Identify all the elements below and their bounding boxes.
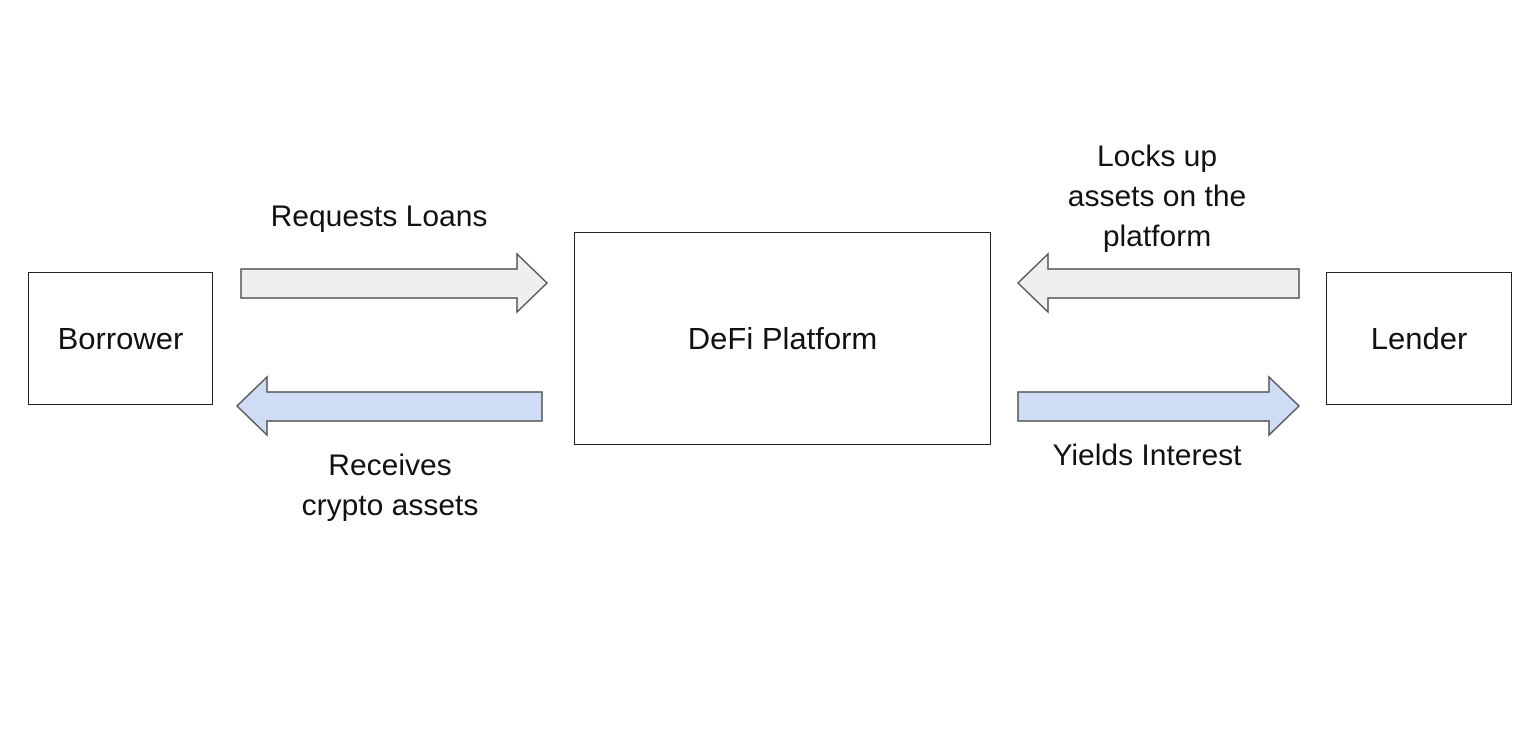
arrow-yields-interest [1017, 375, 1301, 437]
borrower-box: Borrower [28, 272, 213, 405]
borrower-label: Borrower [57, 320, 184, 356]
receives-assets-label: Receives crypto assets [301, 449, 479, 522]
requests-loans-label: Requests Loans [270, 200, 488, 233]
lender-label: Lender [1370, 320, 1468, 356]
arrow-locks-up-assets [1016, 252, 1300, 314]
defi-platform-label: DeFi Platform [687, 320, 878, 356]
lender-box: Lender [1326, 272, 1512, 405]
yields-interest-label: Yields Interest [1052, 439, 1242, 472]
defi-platform-box: DeFi Platform [574, 232, 991, 445]
locks-up-assets-label: Locks up assets on the platform [1067, 140, 1247, 253]
arrow-requests-loans [240, 252, 549, 314]
arrow-receives-assets [235, 375, 543, 437]
